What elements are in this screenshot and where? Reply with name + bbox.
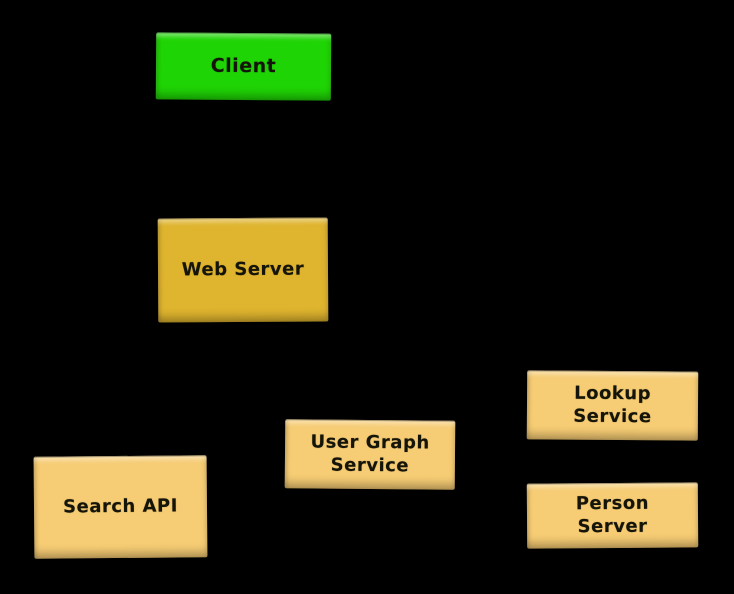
node-person-server-label: Person Server: [575, 492, 650, 537]
node-lookup-service-label: Lookup Service: [573, 382, 652, 427]
node-lookup-service: Lookup Service: [526, 370, 699, 441]
node-client-label: Client: [210, 54, 277, 77]
node-user-graph-service-label: User Graph Service: [310, 431, 430, 476]
node-search-api-label: Search API: [63, 495, 178, 518]
node-client: Client: [155, 32, 332, 101]
node-user-graph-service: User Graph Service: [284, 419, 456, 490]
node-person-server: Person Server: [526, 482, 699, 549]
node-web-server: Web Server: [157, 217, 329, 323]
node-search-api: Search API: [33, 455, 208, 559]
node-web-server-label: Web Server: [181, 258, 305, 281]
